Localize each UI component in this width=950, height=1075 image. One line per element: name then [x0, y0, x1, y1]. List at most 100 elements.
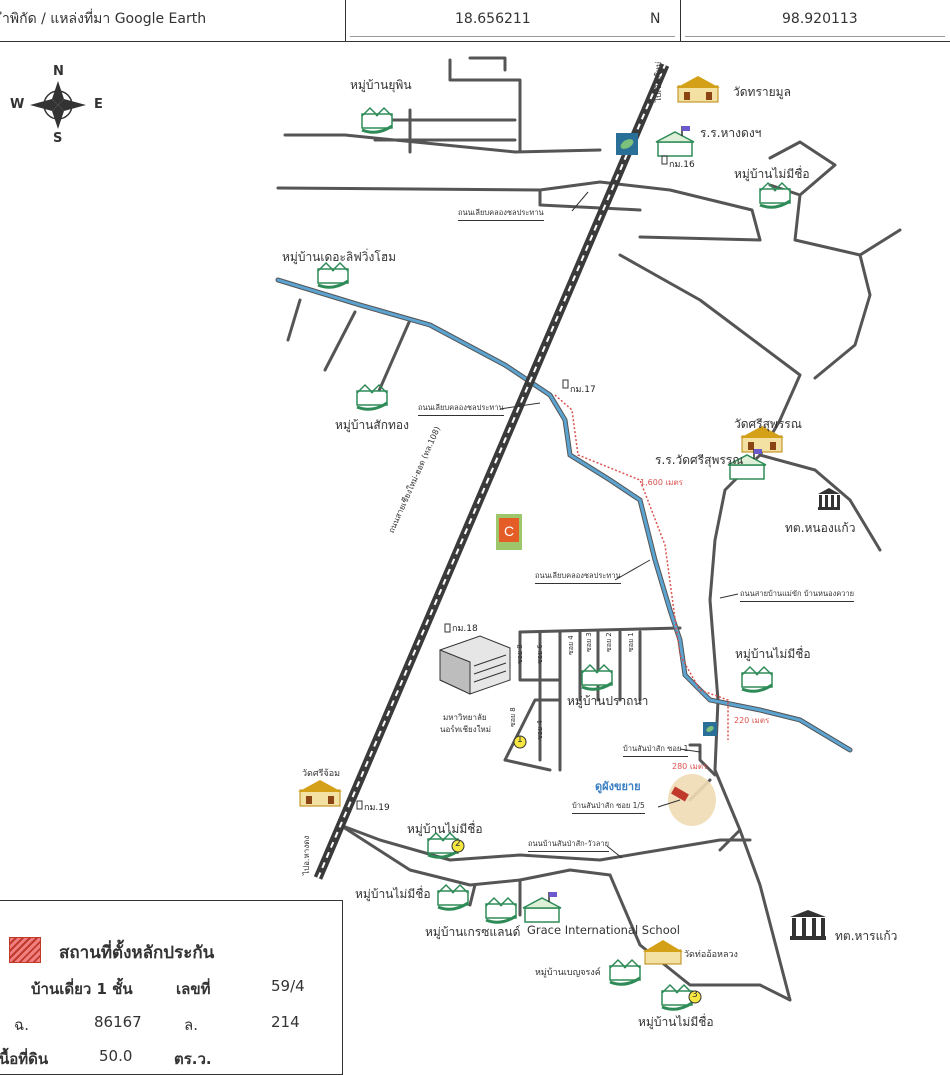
road-sansapak-wualai: ถนนบ้านสันป่าสัก-วัวลาย — [528, 838, 610, 852]
road-soi: ซอย 3 — [585, 632, 593, 652]
municipal-office-icon — [790, 910, 826, 940]
longitude-value: 98.920113 — [782, 11, 858, 27]
label-village-mid: หมู่บ้านไม่มีชื่อ — [735, 647, 811, 661]
village-icon — [759, 181, 791, 209]
route-line — [554, 394, 729, 740]
road-soi: ซอย 1 — [627, 632, 635, 652]
road-soi: ซอย 8 — [509, 707, 517, 727]
road-soi: ซอย 2 — [605, 632, 613, 652]
label-the-living-home: หมู่บ้านเดอะลิฟวิ่งโฮม — [282, 250, 397, 264]
highway-108 — [313, 63, 670, 880]
label-grace-school: Grace International School — [527, 923, 680, 937]
label-wat-srichom: วัดศรีจ้อม — [302, 769, 341, 779]
label-ban-benjarong: หมู่บ้านเบญจรงค์ — [535, 968, 601, 978]
label-university: มหาวิทยาลัย — [443, 713, 487, 722]
legend-title: สถานที่ตั้งหลักประกัน — [59, 943, 215, 963]
collateral-legend: สถานที่ตั้งหลักประกัน บ้านเดี่ยว 1 ชั้น … — [0, 900, 343, 1075]
label-ban-prathana: หมู่บ้านปราถนา — [567, 694, 649, 708]
label-village-2: หมู่บ้านไม่มีชื่อ — [407, 822, 483, 836]
road-soi: ซอย 6 — [536, 644, 544, 664]
compass-west: W — [10, 97, 25, 112]
bigc-store-icon: C — [496, 514, 522, 550]
road-soi: ซอย 8 — [516, 644, 524, 664]
label-ban-graceland: หมู่บ้านเกรซแลนด์ — [425, 925, 521, 939]
number-badges — [451, 735, 702, 1004]
km-16: กม.16 — [669, 160, 695, 170]
km-18: กม.18 — [452, 624, 478, 634]
badge-1: 1 — [517, 735, 523, 745]
label-village-left: หมู่บ้านไม่มีชื่อ — [355, 887, 431, 901]
village-icon — [361, 106, 393, 134]
label-wat-saimun: วัดทรายมูล — [733, 85, 791, 99]
legend-deed-value: 86167 — [94, 1013, 142, 1031]
road-nongkhong: ถนนสายบ้านแม่ขัก บ้านหนองควาย — [740, 588, 855, 602]
legend-land-label: ล. — [184, 1016, 198, 1034]
legend-building-type: บ้านเดี่ยว 1 ชั้น — [31, 980, 133, 998]
label-wat-srisuphan: วัดศรีสุพรรณ — [734, 417, 802, 431]
legend-land-value: 214 — [271, 1013, 300, 1031]
label-zoom-plan: ดูผังขยาย — [595, 780, 641, 793]
distance-1600: 1,600 เมตร — [640, 478, 683, 487]
label-wat-thongluang: วัดท่ออ้อหลวง — [684, 950, 738, 960]
village-icon — [427, 831, 459, 859]
distance-220: 220 เมตร — [734, 716, 770, 725]
label-ban-yuphin: หมู่บ้านยุพิน — [350, 78, 412, 92]
legend-deed-label: ฉ. — [14, 1016, 29, 1034]
legend-area-label: นื้อที่ดิน — [0, 1050, 49, 1068]
irrigation-canal — [275, 277, 853, 753]
university-building-icon — [439, 635, 511, 695]
school-icon — [727, 449, 767, 480]
legend-area-value: 50.0 — [99, 1047, 133, 1065]
collateral-hatch-icon — [9, 937, 41, 963]
municipal-icons — [790, 488, 840, 940]
header-underline — [685, 36, 945, 37]
label-td-nongkaeo: ทต.หนองแก้ว — [785, 521, 856, 535]
road-to-chiangmai: ไปเชียงใหม่ — [654, 61, 663, 102]
badge-3: 3 — [692, 990, 698, 1000]
source-label: ำพิกัด / แหล่งที่มา Google Earth — [2, 11, 207, 27]
legend-number-value: 59/4 — [271, 977, 305, 995]
road-soi: ซอย 4 — [567, 635, 575, 655]
km-marker-icons — [356, 155, 668, 810]
km-17: กม.17 — [570, 385, 596, 395]
direction-value: N — [650, 11, 661, 27]
village-icon — [741, 665, 773, 693]
village-icon — [317, 261, 349, 289]
header-underline — [350, 36, 675, 37]
gas-station-icon — [616, 133, 638, 155]
village-icon — [356, 383, 388, 411]
km-19: กม.19 — [364, 803, 390, 813]
village-icon — [609, 958, 641, 986]
village-icon — [581, 663, 613, 691]
label-rr-srisuphan: ร.ร.วัดศรีสุพรรณ — [655, 453, 744, 467]
village-icons — [317, 106, 791, 1011]
village-icon — [485, 896, 517, 924]
compass-south: S — [53, 131, 63, 146]
road-soi: ซอย 4 — [536, 720, 544, 740]
label-village-3: หมู่บ้านไม่มีชื่อ — [638, 1015, 714, 1029]
label-leaders — [499, 191, 739, 859]
header-divider — [345, 0, 346, 42]
label-rr-hangdong: ร.ร.หางดงฯ — [700, 126, 762, 140]
temple-icon — [643, 940, 683, 965]
temple-icons — [298, 76, 784, 965]
school-icon — [655, 126, 695, 157]
compass-east: E — [94, 97, 103, 112]
temple-icon — [676, 76, 720, 103]
collateral-location-marker — [668, 774, 716, 826]
local-roads — [276, 56, 902, 1002]
road-canal-mid: ถนนเลียบคลองชลประทาน — [418, 402, 504, 416]
header-divider — [680, 0, 681, 42]
legend-area-unit: ตร.ว. — [174, 1050, 212, 1068]
village-icon — [437, 883, 469, 911]
road-canal-top: ถนนเลียบคลองชลประทาน — [458, 207, 544, 221]
coordinate-header: ำพิกัด / แหล่งที่มา Google Earth 18.6562… — [0, 0, 950, 42]
village-icon — [661, 983, 693, 1011]
road-soi-1: บ้านสันป่าสัก ซอย 1 — [623, 743, 689, 757]
road-to-hangdong: ไปอ.หางดง — [302, 835, 311, 875]
gas-station-icon — [703, 722, 717, 736]
distance-280: 280 เมตร — [672, 762, 708, 771]
label-university-2: นอร์ทเชียงใหม่ — [440, 725, 492, 734]
school-icon — [522, 892, 562, 923]
school-icons — [522, 126, 767, 923]
